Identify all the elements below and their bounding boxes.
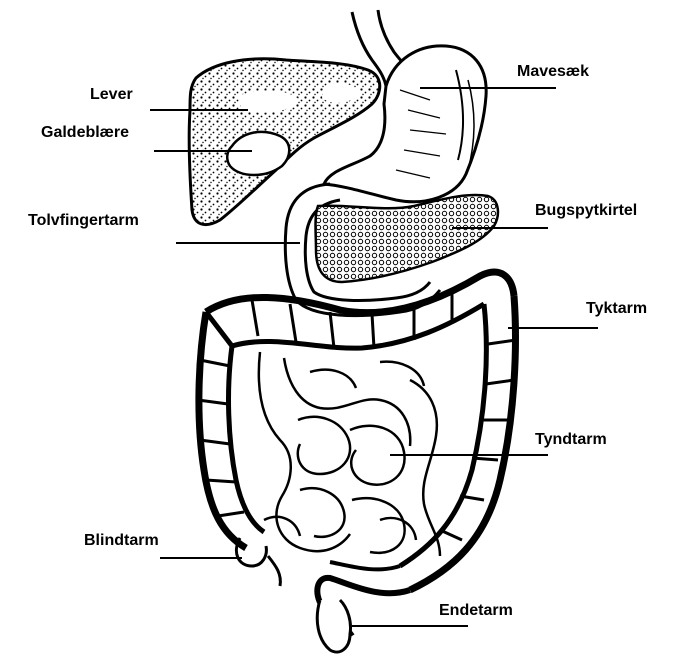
label-lever: Lever <box>90 86 133 104</box>
label-endetarm: Endetarm <box>439 602 513 620</box>
rectum <box>317 600 350 652</box>
label-tolvfingertarm: Tolvfingertarm <box>28 212 139 230</box>
label-mavesaek: Mavesæk <box>517 63 589 81</box>
label-galdeblaere: Galdeblære <box>41 124 129 142</box>
label-bugspytkirtel: Bugspytkirtel <box>535 202 637 220</box>
pancreas <box>316 195 498 282</box>
label-tyndtarm: Tyndtarm <box>535 431 607 449</box>
label-blindtarm: Blindtarm <box>84 532 159 550</box>
label-tyktarm: Tyktarm <box>586 300 647 318</box>
